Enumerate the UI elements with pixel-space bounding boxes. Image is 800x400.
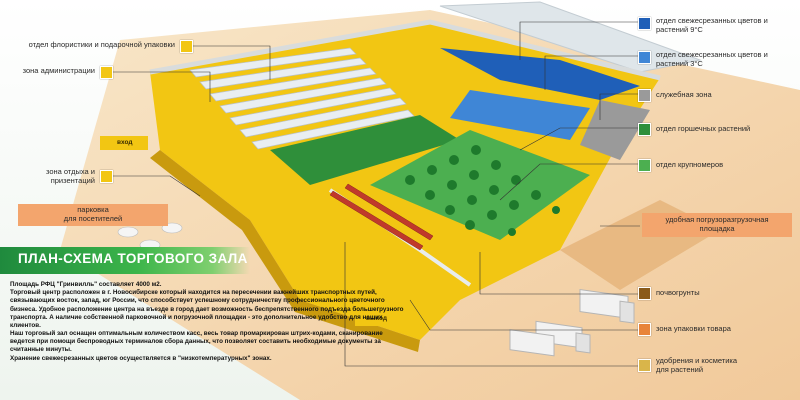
- label-potted: отдел горшечных растений: [656, 124, 751, 133]
- loading-area-label: удобная погрузоразгрузочная площадка: [642, 213, 792, 237]
- label-packing: зона упаковки товара: [656, 324, 731, 333]
- page-title: ПЛАН-СХЕМА ТОРГОВОГО ЗАЛА: [18, 251, 248, 266]
- swatch-service: [638, 89, 651, 102]
- label-fresh-3c: отдел свежесрезанных цветов и растений 3…: [656, 50, 768, 68]
- shelving-rows: [189, 47, 415, 150]
- label-soil: почвогрунты: [656, 288, 700, 297]
- label-large: отдел крупномеров: [656, 160, 724, 169]
- large-plants-zone: [370, 130, 590, 240]
- swatch-large: [638, 159, 651, 172]
- swatch-potted: [638, 123, 651, 136]
- label-service: служебная зона: [656, 90, 712, 99]
- swatch-fresh-3c: [638, 51, 651, 64]
- label-floristics: отдел флористики и подарочной упаковки: [28, 40, 175, 49]
- label-fertilizer: удобрения и косметика для растений: [656, 356, 738, 374]
- swatch-soil: [638, 287, 651, 300]
- swatch-admin: [100, 66, 113, 79]
- trucks: [509, 288, 635, 357]
- label-admin: зона администрации: [22, 66, 95, 75]
- swatch-fertilizer: [638, 359, 651, 372]
- description-paragraph: Площадь РФЦ "Гринвилль" составляет 4000 …: [10, 281, 162, 288]
- swatch-packing: [638, 323, 651, 336]
- cold-zone-3c: [450, 90, 590, 140]
- exit-pad: [355, 312, 400, 326]
- swatch-floristics: [180, 40, 193, 53]
- swatch-fresh-9c: [638, 17, 651, 30]
- label-rest-zone: зона отдыха и призентаций: [46, 167, 95, 185]
- back-wall: [439, 1, 702, 73]
- swatch-rest-zone: [100, 170, 113, 183]
- floor-shadow: [150, 150, 420, 352]
- exit-label: выход: [366, 315, 388, 322]
- cold-zone-9c: [440, 48, 640, 100]
- perimeter-wall: [149, 19, 661, 81]
- description: Площадь РФЦ "Гринвилль" составляет 4000 …: [10, 281, 405, 363]
- title-band: [0, 247, 250, 274]
- description-paragraph: Наш торговый зал оснащен оптимальным кол…: [10, 330, 383, 354]
- parking-label: парковка для посетителей: [18, 204, 168, 226]
- label-fresh-9c: отдел свежесрезанных цветов и растений 9…: [656, 16, 768, 34]
- trees: [405, 145, 560, 236]
- entrance-label: вход: [117, 139, 133, 146]
- fertilizer-racks: [329, 183, 434, 251]
- service-zone: [580, 100, 650, 160]
- entrance-pad: [100, 136, 148, 150]
- description-paragraph: Торговый центр расположен в г. Новосибир…: [10, 289, 404, 329]
- potted-plants-zone: [270, 115, 460, 185]
- description-paragraph: Хранение свежесрезанных цветов осуществл…: [10, 354, 272, 362]
- leader-lines: [110, 21, 640, 367]
